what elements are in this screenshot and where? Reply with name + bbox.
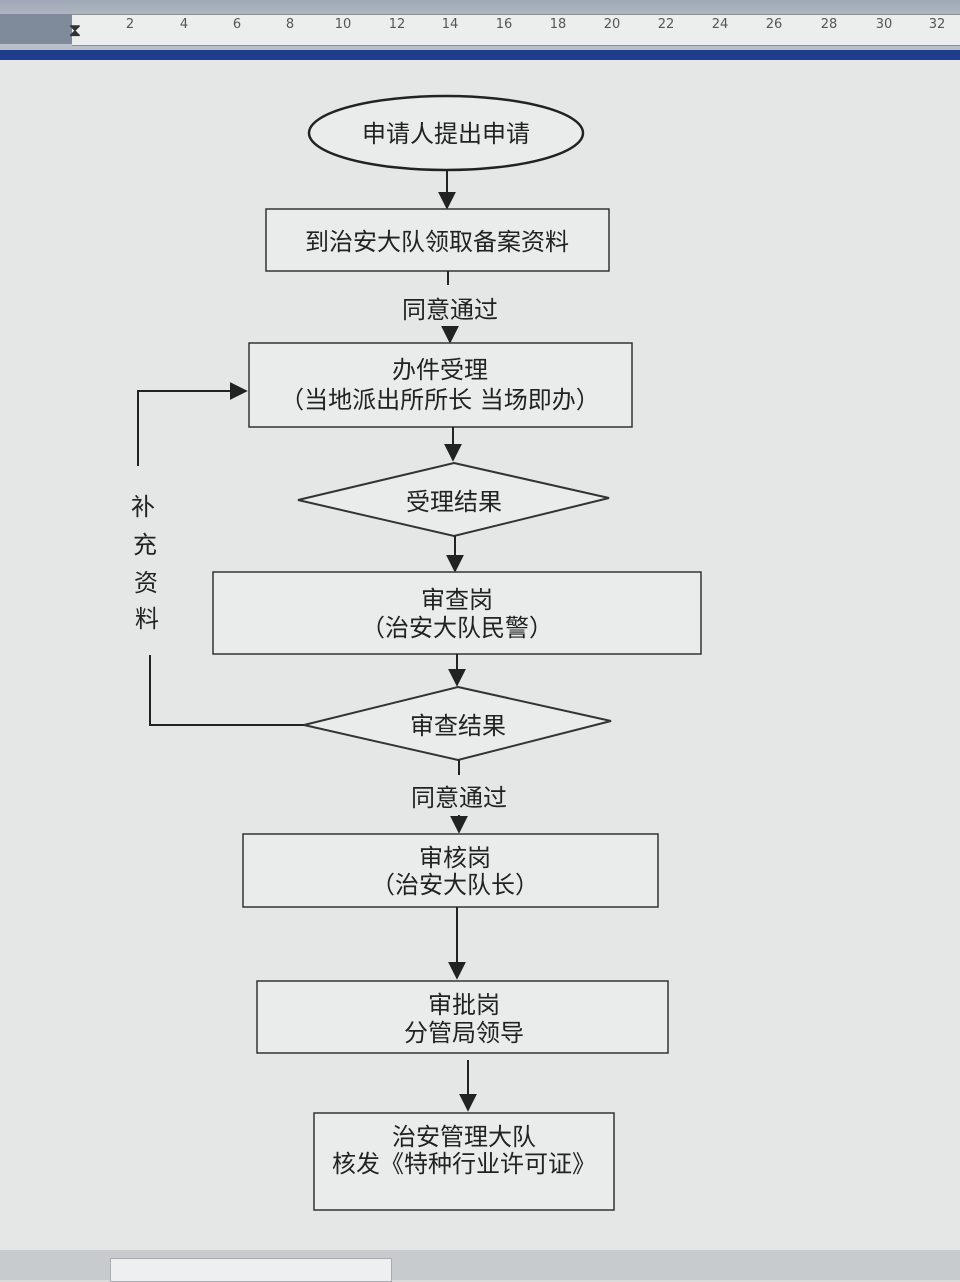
process-approval-post-title: 审批岗 [428,991,500,1019]
decision-review-result-label: 审查结果 [410,712,506,740]
edge-label-supplement: 补 [131,493,155,521]
ruler-tick: 16 [495,17,513,32]
decision-accept-result-label: 受理结果 [406,488,502,516]
ruler-tick: 32 [928,17,946,32]
process-get-materials [265,208,610,272]
ruler-tick: 6 [232,17,242,32]
ruler-tick: 28 [820,17,838,32]
ruler-tick: 24 [711,17,729,32]
process-get-materials-label: 到治安大队领取备案资料 [305,228,569,256]
process-accept-case-title: 办件受理 [392,356,488,384]
process-review-post-note: （治安大队民警） [361,614,553,642]
process-review-post-title: 审查岗 [421,586,493,614]
loop-connector [137,382,248,466]
process-audit-post-title: 审核岗 [419,844,491,872]
loop-connector [149,655,304,726]
start-label: 申请人提出申请 [362,120,530,148]
process-accept-case-note: （当地派出所所长 当场即办） [280,386,600,414]
process-issue-license-title: 治安管理大队 [392,1123,536,1151]
horizontal-ruler: ⧗ 2 4 6 8 10 12 14 16 18 20 22 24 26 28 … [0,0,960,52]
edge-label-supplement: 资 [134,569,158,597]
edge-label-approve: 同意通过 [411,784,507,812]
ruler-tick: 8 [285,17,295,32]
ruler-tick: 26 [765,17,783,32]
ruler-left-margin [0,14,72,44]
process-approval-post [256,980,669,1054]
process-audit-post-note: （治安大队长） [371,871,539,899]
indent-marker-icon[interactable]: ⧗ [68,20,82,41]
edge-label-approve: 同意通过 [402,296,498,324]
process-issue-license-note: 核发《特种行业许可证》 [332,1150,596,1178]
flowchart: 申请人提出申请 到治安大队领取备案资料 同意通过 办件受理 （当地派出所所长 当… [131,94,702,1211]
ruler-tick: 18 [549,17,567,32]
ruler-tick: 10 [334,17,352,32]
ruler-tick: 22 [657,17,675,32]
ruler-tick: 4 [179,17,189,32]
ruler-tick: 2 [125,17,135,32]
process-audit-post [242,833,659,908]
edge-label-supplement: 充 [133,531,157,559]
edge-label-supplement: 料 [135,605,159,633]
ruler-scale [72,14,960,46]
process-review-post [212,571,702,655]
ruler-tick: 20 [603,17,621,32]
ruler-tick: 12 [388,17,406,32]
process-issue-license [313,1112,615,1211]
ruler-tick: 14 [441,17,459,32]
ruler-tick: 30 [875,17,893,32]
ruler-bottom-border [0,50,960,60]
bottom-tab[interactable] [110,1258,392,1282]
process-approval-post-note: 分管局领导 [404,1019,524,1047]
process-accept-case [248,342,633,428]
